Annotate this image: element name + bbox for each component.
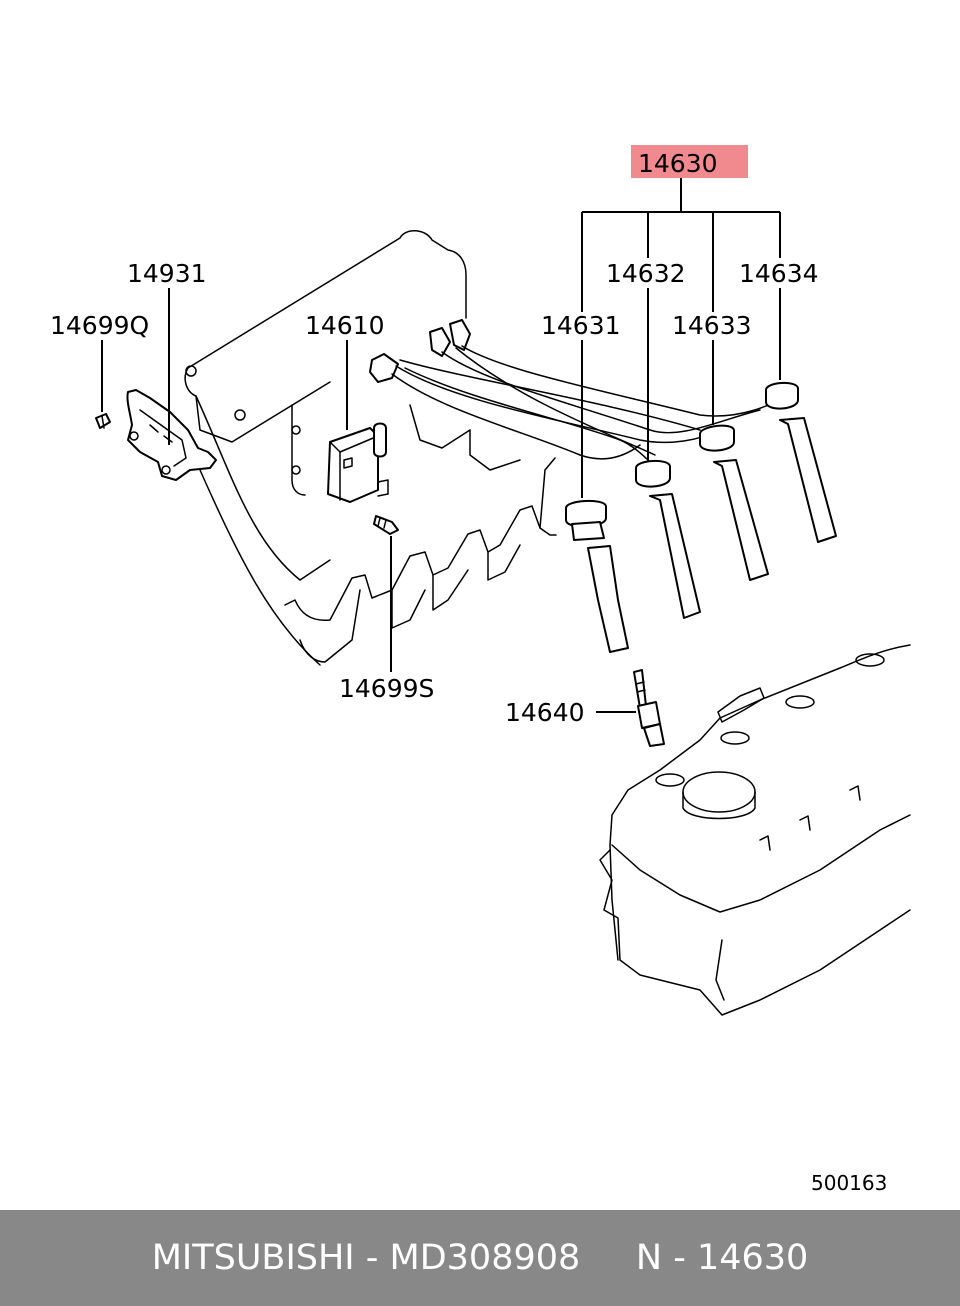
highlight-box bbox=[631, 145, 748, 178]
intake-manifold bbox=[184, 230, 557, 666]
footer-bar: MITSUBISHI - MD308908 N - 14630 bbox=[0, 1210, 960, 1306]
leader-lines bbox=[101, 178, 781, 713]
parts-diagram: 14630 14631 14632 14633 14634 14931 1469… bbox=[50, 145, 911, 1195]
bracket-part bbox=[126, 389, 217, 481]
spark-plug-wire-set bbox=[369, 319, 837, 653]
ignition-coil-part bbox=[327, 422, 389, 503]
label-14631: 14631 bbox=[541, 311, 621, 340]
coil-bolt-part bbox=[373, 515, 399, 535]
label-14632: 14632 bbox=[606, 259, 686, 288]
spark-plug-part bbox=[633, 669, 665, 747]
label-14931: 14931 bbox=[127, 259, 207, 288]
part-number-caption: MITSUBISHI - MD308908 N - 14630 bbox=[151, 1238, 809, 1278]
bracket-bolt-part bbox=[95, 413, 111, 429]
label-14699s: 14699S bbox=[339, 674, 434, 703]
label-14634: 14634 bbox=[739, 259, 819, 288]
label-14630: 14630 bbox=[638, 149, 718, 178]
figure-number: 500163 bbox=[811, 1171, 887, 1195]
label-14640: 14640 bbox=[505, 698, 585, 727]
label-14610: 14610 bbox=[305, 311, 385, 340]
cylinder-head bbox=[599, 644, 911, 1016]
label-14633: 14633 bbox=[672, 311, 752, 340]
label-14699q: 14699Q bbox=[50, 311, 149, 340]
